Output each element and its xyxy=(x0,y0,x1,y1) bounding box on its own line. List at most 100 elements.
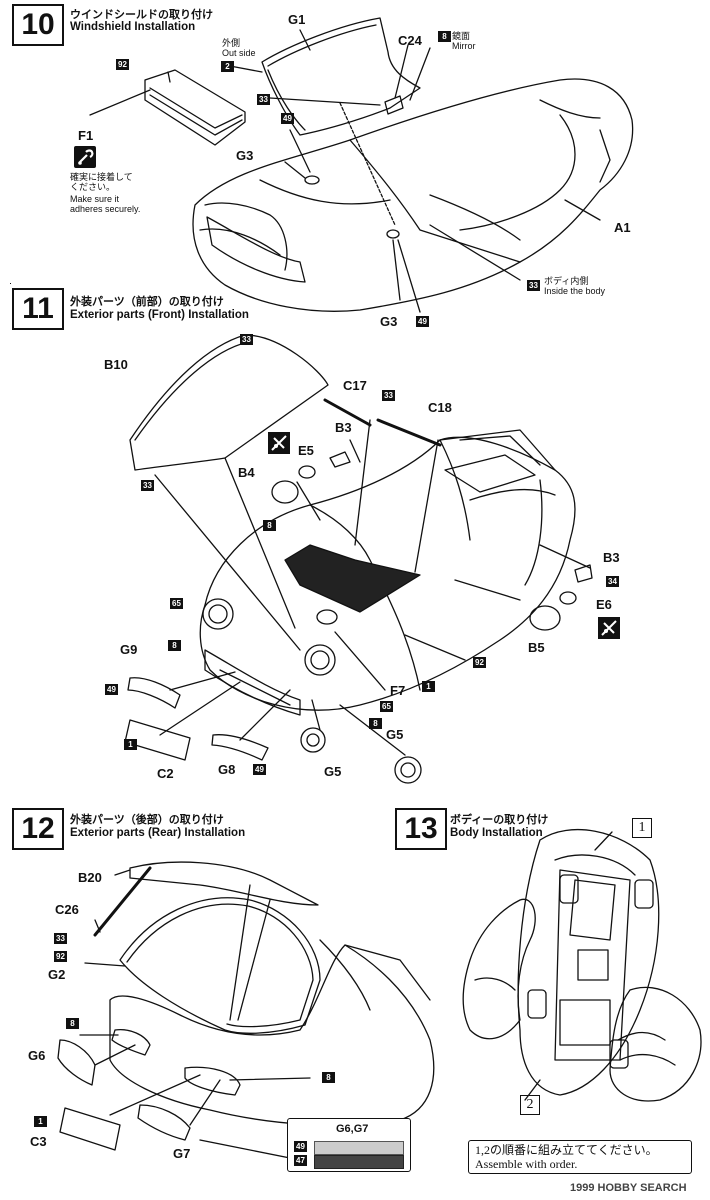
glue-adhesive-icon xyxy=(74,146,96,168)
step12-car-rear xyxy=(57,861,435,1151)
part-label-f1: F1 xyxy=(78,128,94,143)
paint-34: 34 xyxy=(606,576,619,587)
step-13-title-jp: ボディーの取り付け xyxy=(450,814,549,826)
step-10-title-en: Windshield Installation xyxy=(70,21,196,33)
part-label-b3-right: B3 xyxy=(603,550,620,565)
note-outside-en: Out side xyxy=(222,48,256,58)
part-label-g5-left: G5 xyxy=(324,764,342,779)
part-label-g8: G8 xyxy=(218,762,236,777)
note-adhere-jp-1: 確実に接着して xyxy=(70,172,133,182)
part-f1-plate xyxy=(144,69,246,146)
step10-body-shell xyxy=(192,78,634,312)
paint-legend-swatch-light xyxy=(314,1141,404,1155)
paint-33-step10-a: 33 xyxy=(257,94,270,105)
part-label-e5: E5 xyxy=(298,443,314,458)
note-adhere-jp-2: ください。 xyxy=(70,182,116,192)
part-label-g6: G6 xyxy=(28,1048,46,1063)
part-label-g9: G9 xyxy=(120,642,138,657)
step-10-title-jp: ウインドシールドの取り付け xyxy=(70,9,213,21)
paint-2: 2 xyxy=(221,61,234,72)
part-label-c18: C18 xyxy=(428,400,452,415)
step13-hands-car xyxy=(462,828,702,1102)
paint-legend-47: 47 xyxy=(294,1155,307,1166)
step-11-title-en: Exterior parts (Front) Installation xyxy=(70,309,249,321)
part-label-b4: B4 xyxy=(238,465,255,480)
paint-legend-swatch-dark xyxy=(314,1155,404,1169)
paint-33-hood-a: 33 xyxy=(240,334,253,345)
paint-legend-title: G6,G7 xyxy=(336,1123,369,1135)
paint-8-mirror: 8 xyxy=(438,31,451,42)
paint-legend-49: 49 xyxy=(294,1141,307,1152)
part-label-g1: G1 xyxy=(288,12,306,27)
part-label-g2: G2 xyxy=(48,967,66,982)
step-12-title-jp: 外装パーツ（後部）の取り付け xyxy=(70,814,224,826)
step-12-number: 12 xyxy=(12,808,64,850)
decal-warning-icon-right xyxy=(598,617,620,639)
paint-1-step11-b: 1 xyxy=(124,739,137,750)
paint-49-step11-b: 49 xyxy=(253,764,266,775)
paint-49-step10-b: 49 xyxy=(416,316,429,327)
paint-92-step11: 92 xyxy=(473,657,486,668)
step11-car-front xyxy=(124,334,593,784)
order-marker-1: 1 xyxy=(632,818,652,838)
step-13-number: 13 xyxy=(395,808,447,850)
paint-8-step11-c: 8 xyxy=(369,718,382,729)
divider-10-11 xyxy=(10,283,11,284)
watermark-text: 1999 HOBBY SEARCH xyxy=(570,1182,687,1194)
part-label-b10: B10 xyxy=(104,357,128,372)
g3-part-top xyxy=(304,175,320,185)
paint-33-step10-b: 33 xyxy=(527,280,540,291)
note-inside-en: Inside the body xyxy=(544,286,606,296)
part-label-g7: G7 xyxy=(173,1146,191,1161)
part-label-g3-top: G3 xyxy=(236,148,254,163)
paint-49-step11-a: 49 xyxy=(105,684,118,695)
paint-8-step12-b: 8 xyxy=(322,1072,335,1083)
order-marker-2: 2 xyxy=(520,1095,540,1115)
part-label-e6: E6 xyxy=(596,597,612,612)
paint-92-step10: 92 xyxy=(116,59,129,70)
step-13-title-en: Body Installation xyxy=(450,827,543,839)
assemble-order-note-jp: 1,2の順番に組み立ててください。 xyxy=(475,1143,658,1157)
part-label-c24: C24 xyxy=(398,33,422,48)
note-outside-jp: 外側 xyxy=(222,38,241,48)
step-13-frame xyxy=(395,805,396,806)
paint-65-left: 65 xyxy=(170,598,183,609)
step-11-number: 11 xyxy=(12,288,64,330)
paint-8-step12-a: 8 xyxy=(66,1018,79,1029)
paint-8-step11-a: 8 xyxy=(263,520,276,531)
paint-1-step12: 1 xyxy=(34,1116,47,1127)
note-mirror-en: Mirror xyxy=(452,41,476,51)
part-label-c2: C2 xyxy=(157,766,174,781)
paint-65-right: 65 xyxy=(380,701,393,712)
note-adhere-en-1: Make sure it xyxy=(70,194,120,204)
paint-33-hood-b: 33 xyxy=(141,480,154,491)
paint-33-wiper: 33 xyxy=(382,390,395,401)
step-10-number: 10 xyxy=(12,4,64,46)
paint-49-step10-a: 49 xyxy=(281,113,294,124)
part-label-f7: F7 xyxy=(390,683,406,698)
step-12-title-en: Exterior parts (Rear) Installation xyxy=(70,827,246,839)
part-label-g5-right: G5 xyxy=(386,727,404,742)
paint-92-step12: 92 xyxy=(54,951,67,962)
paint-8-step11-b: 8 xyxy=(168,640,181,651)
step-11-title-jp: 外装パーツ（前部）の取り付け xyxy=(70,296,224,308)
part-label-b3-left: B3 xyxy=(335,420,352,435)
paint-legend-box: G6,G7 49 47 xyxy=(287,1118,411,1172)
note-mirror-jp: 鏡面 xyxy=(452,31,471,41)
paint-1-step11-a: 1 xyxy=(422,681,435,692)
part-label-c26: C26 xyxy=(55,902,79,917)
part-label-g3-bottom: G3 xyxy=(380,314,398,329)
part-label-c17: C17 xyxy=(343,378,367,393)
note-inside-jp: ボディ内側 xyxy=(544,276,589,286)
part-label-b5: B5 xyxy=(528,640,545,655)
part-label-a1: A1 xyxy=(614,220,631,235)
part-label-c3: C3 xyxy=(30,1134,47,1149)
assemble-order-note: 1,2の順番に組み立ててください。 Assemble with order. xyxy=(468,1140,692,1174)
decal-warning-icon-left xyxy=(268,432,290,454)
note-adhere-en-2: adheres securely. xyxy=(70,204,141,214)
paint-33-step12: 33 xyxy=(54,933,67,944)
part-label-b20: B20 xyxy=(78,870,102,885)
g3-part-bottom xyxy=(386,229,400,239)
assemble-order-note-en: Assemble with order. xyxy=(475,1157,578,1171)
